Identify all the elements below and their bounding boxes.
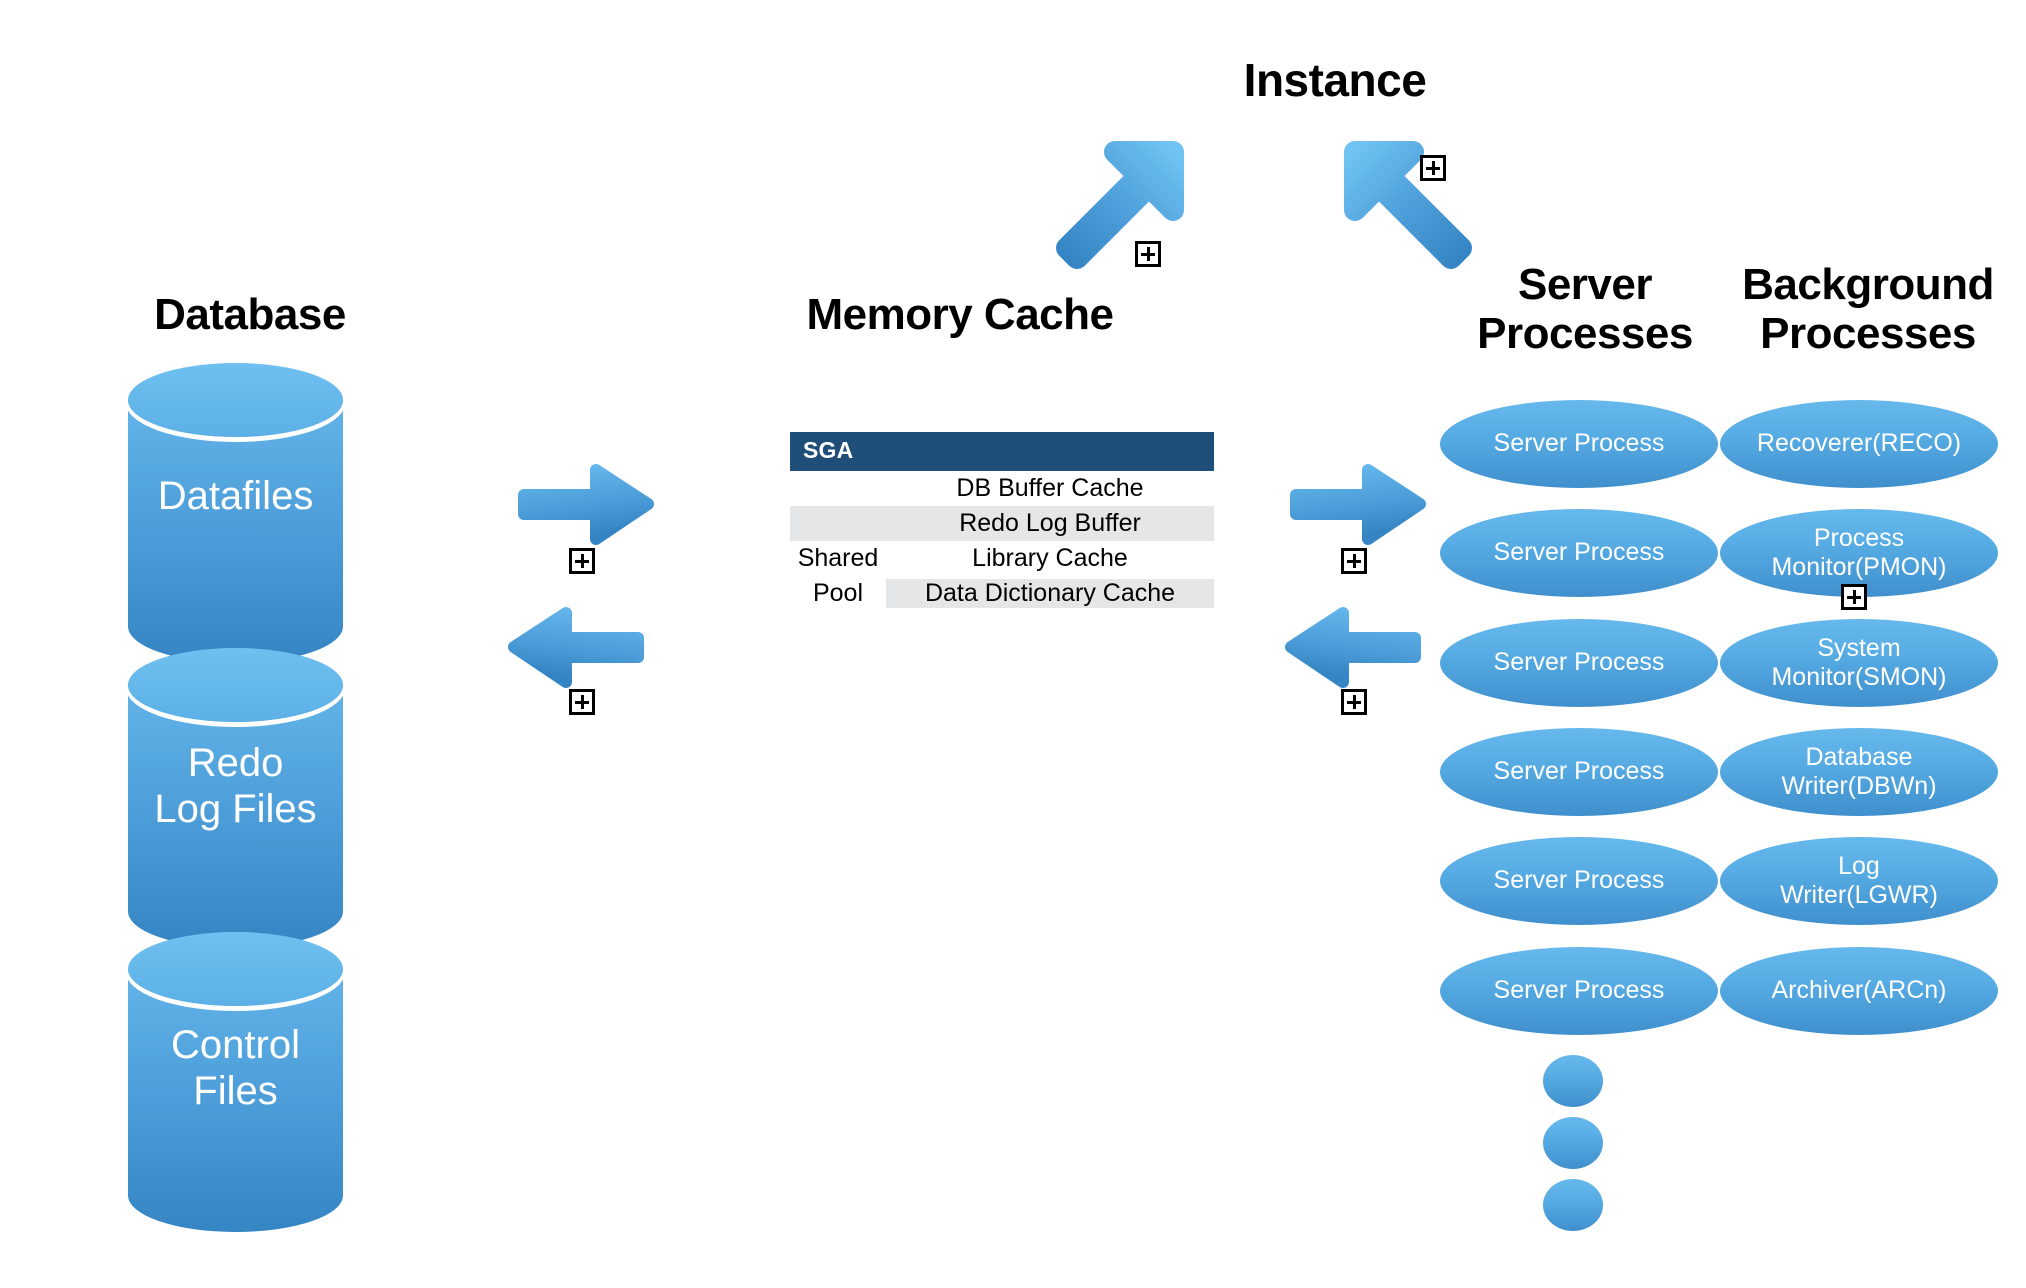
background-process-ellipse-dbwn[interactable]: Database Writer(DBWn) [1720,728,1998,816]
cylinder-body [128,970,343,1232]
cylinder-control-files[interactable]: Control Files [128,932,343,1232]
heading-server-processes: Server Processes [1477,260,1693,359]
table-row[interactable]: Redo Log Buffer [790,506,1214,541]
server-process-ellipse[interactable]: Server Process [1440,728,1718,816]
cylinder-label: Datafiles [157,474,314,518]
cylinder-body [128,401,343,663]
background-process-label: System Monitor(SMON) [1771,633,1947,692]
background-process-label: Process Monitor(PMON) [1771,523,1947,582]
background-process-ellipse-pmon[interactable]: Process Monitor(PMON) [1720,509,1998,597]
continuation-dot [1543,1179,1603,1231]
background-process-label: Archiver(ARCn) [1771,976,1947,1005]
background-process-ellipse-reco[interactable]: Recoverer(RECO) [1720,400,1998,488]
arrow-db-to-cache[interactable] [518,462,654,547]
cylinder-label: Control Files [171,1023,300,1113]
heading-instance: Instance [1243,54,1427,106]
cylinder-top-ellipse [128,932,343,1006]
selection-handle-plus-icon[interactable] [1420,155,1446,181]
server-process-ellipse[interactable]: Server Process [1440,619,1718,707]
server-process-ellipse[interactable]: Server Process [1440,509,1718,597]
cylinder-datafiles[interactable]: Datafiles [128,363,343,663]
selection-handle-plus-icon[interactable] [1135,241,1161,267]
heading-background-processes: Background Processes [1742,260,1994,359]
sga-table[interactable]: SGA DB Buffer Cache Redo Log Buffer Shar… [790,432,1214,611]
table-row[interactable]: Shared Library Cache [790,541,1214,576]
sga-side-label-shared: Shared [797,544,879,572]
heading-database: Database [154,290,346,339]
server-process-ellipse[interactable]: Server Process [1440,837,1718,925]
continuation-dot [1543,1117,1603,1169]
sga-rows: DB Buffer Cache Redo Log Buffer Shared L… [790,471,1214,611]
cylinder-top-ellipse [128,648,343,722]
sga-row-label: Redo Log Buffer [959,509,1141,537]
sga-row-label: Library Cache [972,544,1128,572]
background-process-ellipse-arcn[interactable]: Archiver(ARCn) [1720,947,1998,1035]
arrow-server-to-cache[interactable] [1285,605,1421,690]
cylinder-top-ellipse [128,363,343,437]
arrow-instance-up-right[interactable] [1055,140,1185,269]
cylinder-body [128,686,343,948]
background-process-label: Database Writer(DBWn) [1781,742,1937,801]
sga-side-label-pool: Pool [812,579,864,607]
server-process-ellipse[interactable]: Server Process [1440,400,1718,488]
selection-handle-plus-icon[interactable] [1841,584,1867,610]
sga-header-label: SGA [790,432,1214,471]
table-row[interactable]: Pool Data Dictionary Cache [790,576,1214,611]
selection-handle-plus-icon[interactable] [569,689,595,715]
cylinder-redo-log-files[interactable]: Redo Log Files [128,648,343,948]
server-process-label: Server Process [1493,757,1665,786]
heading-memory-cache: Memory Cache [806,290,1114,339]
continuation-dot [1543,1055,1603,1107]
server-process-label: Server Process [1493,538,1665,567]
table-row[interactable]: DB Buffer Cache [790,471,1214,506]
background-process-label: Log Writer(LGWR) [1780,851,1938,910]
background-process-ellipse-lgwr[interactable]: Log Writer(LGWR) [1720,837,1998,925]
server-process-label: Server Process [1493,866,1665,895]
background-process-ellipse-smon[interactable]: System Monitor(SMON) [1720,619,1998,707]
selection-handle-plus-icon[interactable] [1341,689,1367,715]
server-process-ellipse[interactable]: Server Process [1440,947,1718,1035]
server-process-label: Server Process [1493,648,1665,677]
server-process-label: Server Process [1493,976,1665,1005]
arrow-cache-to-server[interactable] [1290,462,1426,547]
cylinder-label: Redo Log Files [154,741,317,831]
sga-row-label: Data Dictionary Cache [886,579,1214,608]
sga-row-label: DB Buffer Cache [956,474,1144,502]
background-process-label: Recoverer(RECO) [1756,429,1962,458]
arrow-instance-up-left[interactable] [1343,140,1473,269]
arrow-cache-to-db[interactable] [508,605,644,690]
selection-handle-plus-icon[interactable] [569,548,595,574]
selection-handle-plus-icon[interactable] [1341,548,1367,574]
server-process-label: Server Process [1493,429,1665,458]
